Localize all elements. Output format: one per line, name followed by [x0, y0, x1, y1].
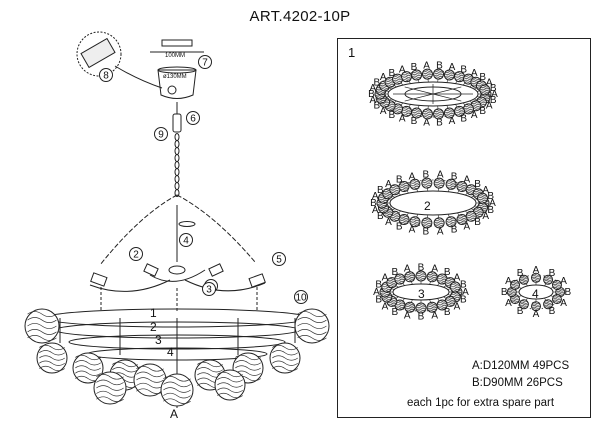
svg-text:8: 8 — [103, 71, 109, 82]
spec-line-b: B:D90MM 26PCS — [472, 377, 563, 389]
svg-text:2: 2 — [133, 250, 139, 261]
svg-text:4: 4 — [183, 236, 189, 247]
svg-text:10: 10 — [295, 293, 307, 304]
callout-9: 9 — [154, 127, 168, 141]
dim-canopy-label: ø130MM — [163, 74, 187, 80]
tier-label-3: 3 — [155, 333, 162, 347]
dim-top-label: 100MM — [165, 53, 185, 59]
globe-top-0 — [24, 308, 60, 344]
globe-lower-0 — [36, 342, 68, 374]
globe-lower-6 — [214, 369, 246, 401]
tier-label-2: 2 — [150, 320, 157, 334]
globe-lower-5 — [269, 342, 301, 374]
callout-10: 10 — [294, 290, 308, 304]
chandelier-exploded-view: 12345678910 1 2 3 4 A 100MM ø130MM — [24, 31, 330, 421]
callout-3: 3 — [202, 282, 216, 296]
callout-7: 7 — [198, 55, 212, 69]
callout-6: 6 — [186, 111, 200, 125]
canopy — [157, 69, 197, 99]
globe-bottom-2 — [93, 371, 127, 405]
tier-label-4: 4 — [167, 345, 174, 359]
arm-left — [89, 279, 171, 292]
chain-arm-left — [99, 194, 178, 266]
callout-2: 2 — [129, 247, 143, 261]
hanging-chain — [174, 133, 180, 197]
svg-text:7: 7 — [202, 58, 208, 69]
svg-text:3: 3 — [206, 285, 212, 296]
globe-bottom-1 — [160, 373, 194, 407]
spec-line-a: A:D120MM 49PCS — [472, 360, 570, 372]
spec-note: each 1pc for extra spare part — [407, 397, 555, 409]
svg-text:6: 6 — [190, 114, 196, 125]
article-title: ART.4202-10P — [249, 8, 351, 25]
callout-8: 8 — [99, 68, 113, 82]
hub — [168, 265, 186, 275]
arm-right — [184, 279, 266, 292]
svg-text:9: 9 — [158, 130, 164, 141]
glass-globes — [24, 308, 330, 407]
tier-label-1: 1 — [150, 306, 157, 320]
globe-top-1 — [294, 308, 330, 344]
svg-text:5: 5 — [276, 255, 282, 266]
detail-bubble — [76, 31, 122, 77]
part-callouts: 12345678910 — [99, 55, 308, 304]
globe-placement-panel: 1 — [337, 38, 591, 418]
callout-5: 5 — [272, 252, 286, 266]
chain-arm-right — [176, 194, 256, 263]
panel-number: 1 — [348, 45, 356, 60]
callout-4: 4 — [179, 233, 193, 247]
ceiling-plate — [161, 39, 193, 47]
rod — [172, 113, 182, 133]
globe-type-label: A — [170, 407, 178, 421]
